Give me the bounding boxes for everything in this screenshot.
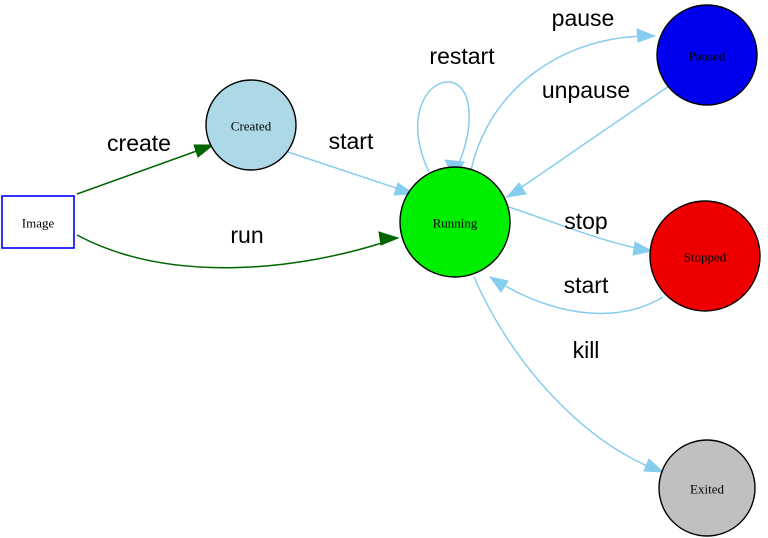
edge-start-stopped-arrowhead [488,276,509,293]
edge-label-kill: kill [573,337,600,363]
edge-start-created-path [287,151,406,192]
edge-run[interactable] [76,231,400,269]
edge-label-restart: restart [429,43,495,69]
node-stopped-shape [649,200,761,312]
edge-restart-path [416,81,470,173]
node-image-shape [1,195,75,249]
edge-start-stopped[interactable] [488,276,664,315]
edge-pause-arrowhead [636,28,657,43]
edge-create-arrowhead [193,144,215,158]
node-created-shape [205,79,297,171]
edge-label-start-stopped: start [564,272,609,298]
node-paused[interactable]: Paused [656,4,758,106]
edge-start-created[interactable] [287,151,416,196]
edge-kill-path [473,276,653,469]
node-stopped[interactable]: Stopped [649,200,761,312]
edge-label-stop: stop [564,208,607,234]
edge-label-unpause: unpause [542,77,630,103]
edge-restart[interactable] [416,81,470,180]
edge-create[interactable] [76,144,215,195]
edge-label-create: create [107,130,171,156]
edge-kill[interactable] [473,276,665,473]
edge-unpause-arrowhead [505,182,527,198]
edge-start-stopped-path [499,282,664,315]
edge-run-path [76,234,389,269]
edge-label-start-created: start [329,128,374,154]
node-exited-shape [658,439,756,537]
node-exited[interactable]: Exited [658,439,756,537]
node-image[interactable]: Image [1,195,75,249]
edge-run-arrowhead [378,231,400,246]
edge-stop-arrowhead [632,241,654,256]
node-running[interactable]: Running [399,166,511,278]
node-running-shape [399,166,511,278]
edge-unpause[interactable] [505,85,670,198]
node-paused-shape [656,4,758,106]
edge-create-path [76,147,206,195]
edge-kill-arrowhead [643,458,665,473]
edge-pause[interactable] [470,28,657,171]
edge-label-run: run [230,222,263,248]
edge-stop-path [508,206,642,250]
edge-unpause-path [515,85,670,192]
edge-label-pause: pause [552,5,615,31]
node-created[interactable]: Created [205,79,297,171]
edge-stop[interactable] [508,206,654,256]
edge-pause-path [470,35,645,171]
